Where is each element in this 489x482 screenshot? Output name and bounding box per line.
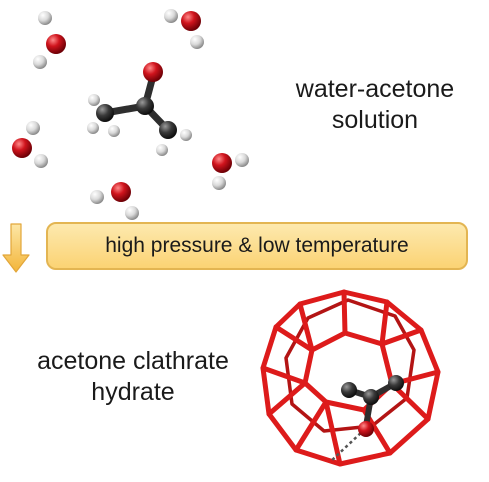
clathrate-cage xyxy=(260,289,441,467)
water-molecule xyxy=(164,9,204,49)
process-label: high pressure & low temperature xyxy=(105,234,409,257)
water-molecule xyxy=(33,11,66,69)
product-caption: acetone clathrate hydrate xyxy=(8,346,258,408)
water-molecule xyxy=(90,182,139,220)
solution-caption-line2: solution xyxy=(331,106,419,134)
guest-acetone-molecule xyxy=(341,375,404,437)
product-caption-line2: hydrate xyxy=(91,378,175,406)
hydrogen-bond xyxy=(329,428,366,463)
water-molecule xyxy=(12,121,48,168)
solution-caption-line1: water-acetone xyxy=(295,75,455,103)
down-arrow-icon xyxy=(2,223,30,273)
process-banner: high pressure & low temperature xyxy=(46,222,468,270)
solution-caption: water-acetone solution xyxy=(270,74,480,136)
product-caption-line1: acetone clathrate xyxy=(37,347,229,375)
acetone-molecule xyxy=(87,62,192,156)
water-molecule xyxy=(212,153,249,190)
